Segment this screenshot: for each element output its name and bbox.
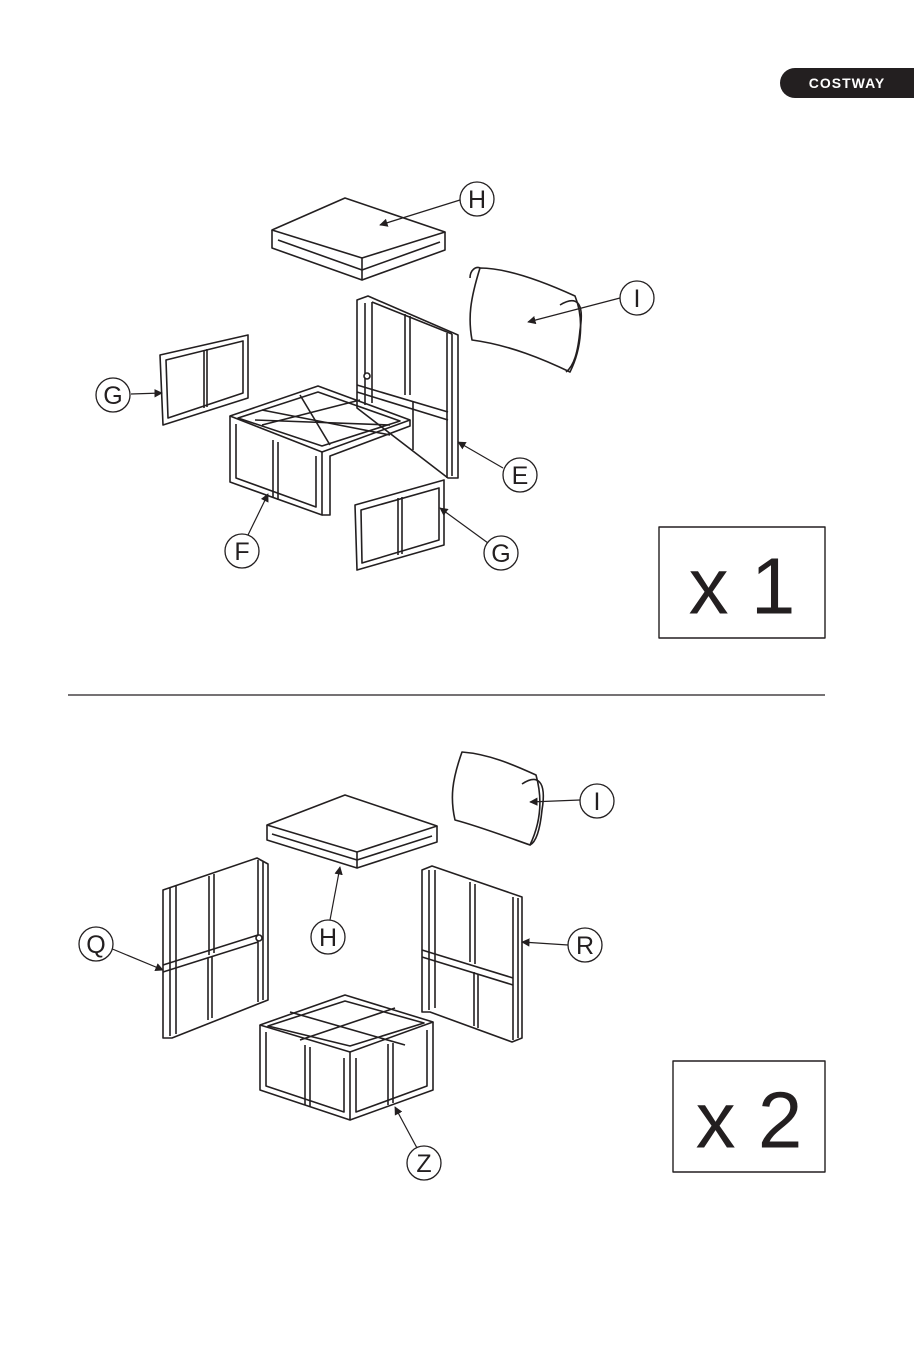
leader-e — [458, 442, 503, 468]
part-i-back-cushion — [470, 267, 581, 372]
leader-z — [395, 1107, 417, 1148]
part-f-seat-base — [230, 386, 410, 515]
part-q-left-frame — [163, 858, 268, 1038]
leader-g-right — [440, 508, 488, 543]
quantity-label-top: x 1 — [689, 542, 796, 631]
leader-q — [110, 948, 163, 970]
callout-label-q: Q — [86, 931, 105, 959]
part-g-side-panel-left — [160, 335, 248, 425]
part-e-back-frame — [357, 296, 458, 478]
part-h-seat-cushion — [272, 198, 445, 280]
part-h-seat-cushion-bottom — [267, 795, 437, 868]
leader-h-top — [380, 200, 460, 225]
part-g-side-panel-right — [355, 480, 444, 570]
callout-label-h-top: H — [468, 186, 486, 214]
leader-f — [248, 494, 268, 535]
callout-label-e: E — [512, 462, 529, 490]
callout-label-g-left: G — [103, 382, 122, 410]
part-z-corner-base — [260, 995, 433, 1120]
callout-label-z: Z — [416, 1150, 431, 1178]
callout-label-g-right: G — [491, 540, 510, 568]
part-i-back-cushion-bottom — [452, 752, 543, 845]
callout-label-r: R — [576, 932, 594, 960]
callout-label-h-bottom: H — [319, 924, 337, 952]
callout-label-i-top: I — [634, 285, 641, 313]
leader-g-left — [131, 393, 162, 394]
leader-r — [522, 942, 568, 945]
leader-h-bottom — [330, 867, 340, 920]
callout-label-i-bottom: I — [594, 788, 601, 816]
part-r-right-frame — [422, 866, 522, 1042]
quantity-label-bottom: x 2 — [696, 1076, 803, 1165]
callout-label-f: F — [234, 538, 249, 566]
